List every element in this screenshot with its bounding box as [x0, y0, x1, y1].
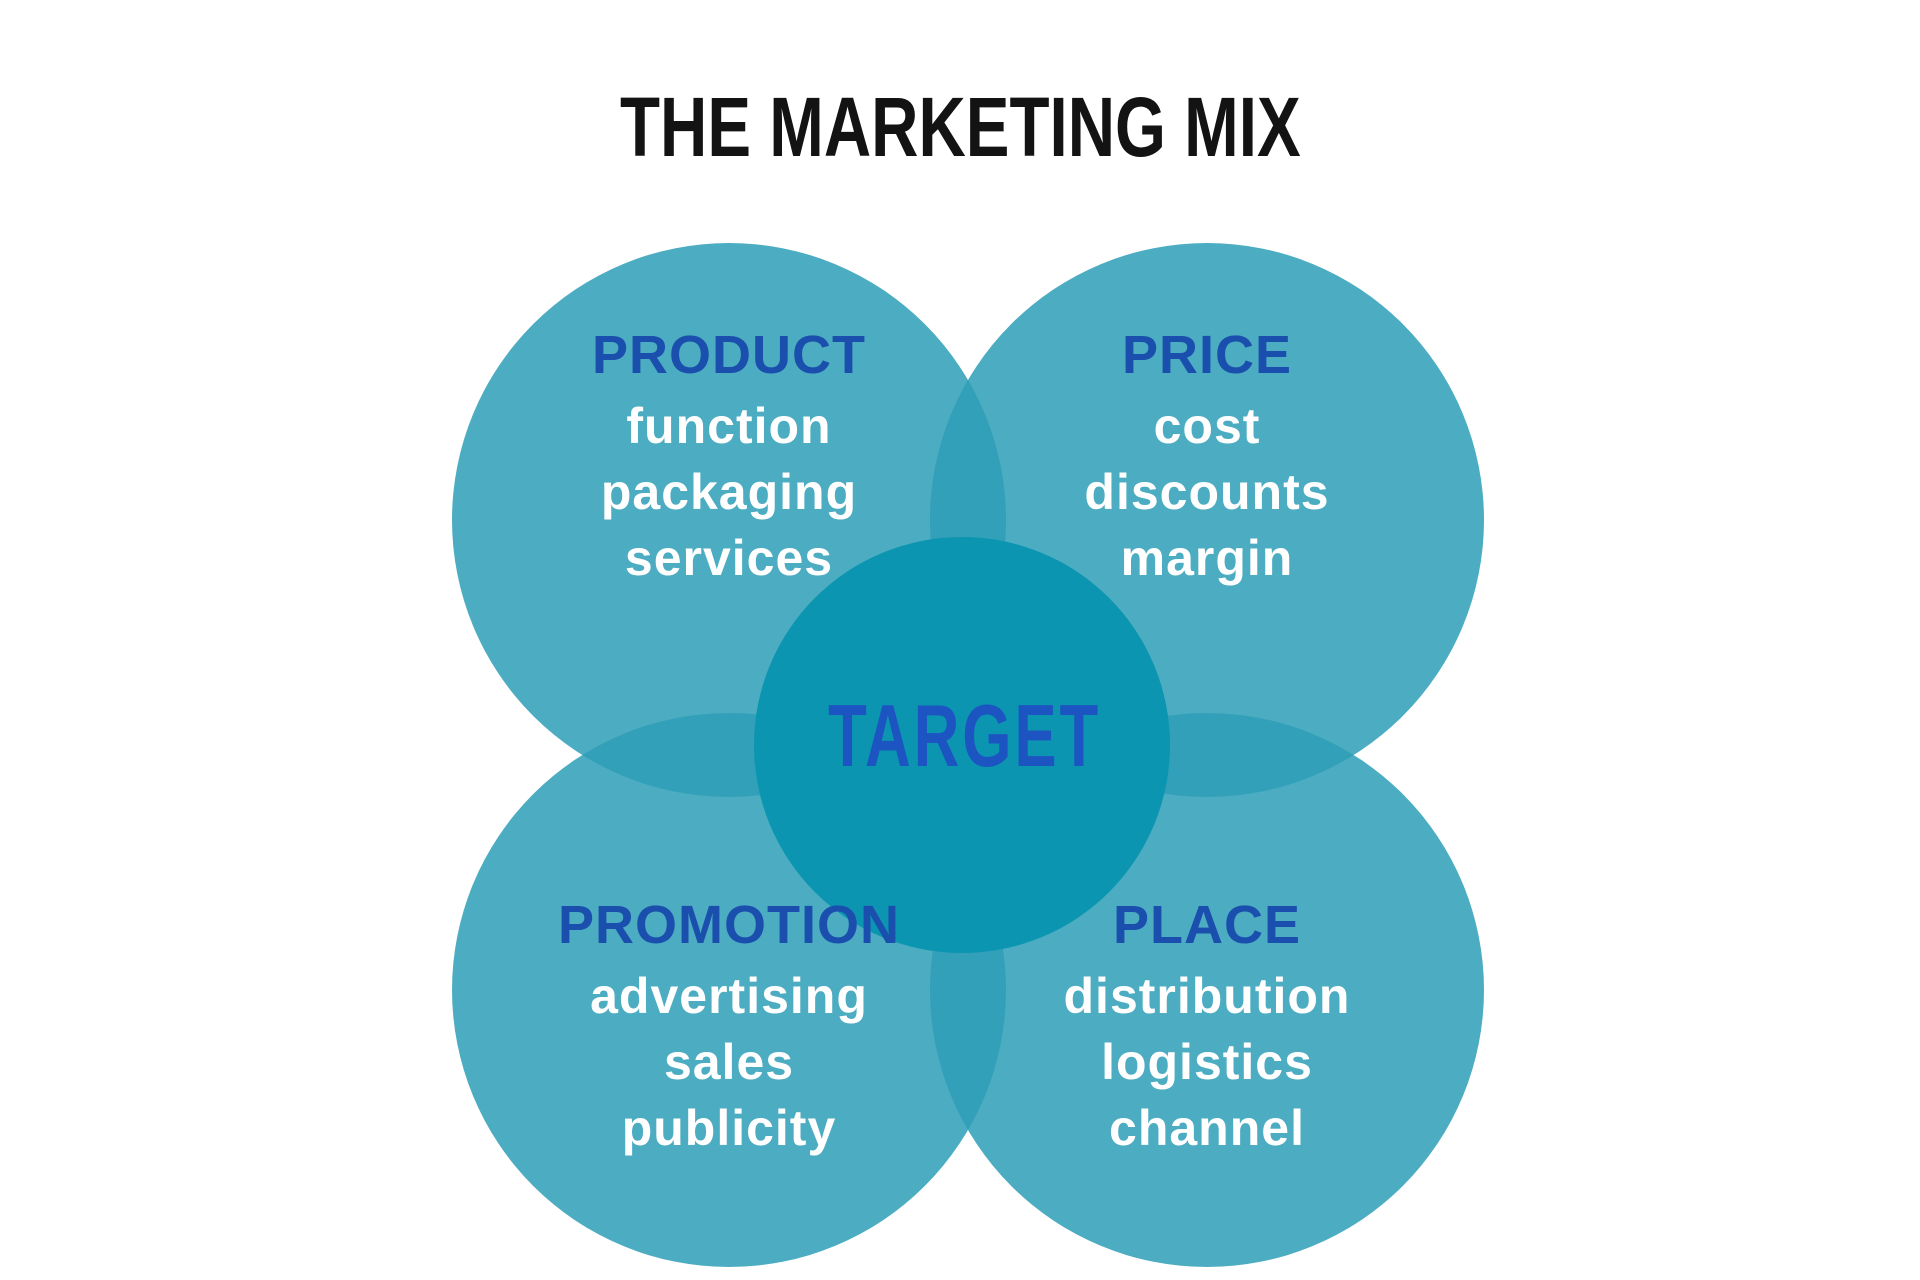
place-items: distribution logistics channel: [930, 963, 1484, 1161]
product-heading: PRODUCT: [592, 325, 866, 385]
promotion-block: PROMOTION advertising sales publicity: [452, 895, 1006, 1161]
promotion-item: publicity: [621, 1100, 837, 1156]
place-item: distribution: [1063, 968, 1351, 1024]
price-item: cost: [1153, 398, 1261, 454]
product-items: function packaging services: [452, 393, 1006, 591]
promotion-item: advertising: [590, 968, 868, 1024]
price-item: discounts: [1084, 464, 1330, 520]
product-item: packaging: [600, 464, 858, 520]
target-label-text: TARGET: [828, 686, 1102, 785]
place-item: logistics: [1101, 1034, 1313, 1090]
place-item: channel: [1109, 1100, 1305, 1156]
product-block: PRODUCT function packaging services: [452, 325, 1006, 591]
product-item: function: [626, 398, 832, 454]
place-heading: PLACE: [1112, 895, 1301, 955]
price-item: margin: [1120, 530, 1294, 586]
page-title-text: THE MARKETING MIX: [619, 80, 1301, 174]
promotion-heading: PROMOTION: [558, 895, 900, 955]
place-block: PLACE distribution logistics channel: [930, 895, 1484, 1161]
price-heading: PRICE: [1121, 325, 1293, 385]
target-circle: [754, 537, 1170, 953]
promotion-item: sales: [663, 1034, 795, 1090]
page-title: THE MARKETING MIX: [0, 80, 1920, 185]
target-label: TARGET: [455, 692, 1475, 806]
promotion-items: advertising sales publicity: [452, 963, 1006, 1161]
price-block: PRICE cost discounts margin: [930, 325, 1484, 591]
product-item: services: [624, 530, 834, 586]
price-items: cost discounts margin: [930, 393, 1484, 591]
